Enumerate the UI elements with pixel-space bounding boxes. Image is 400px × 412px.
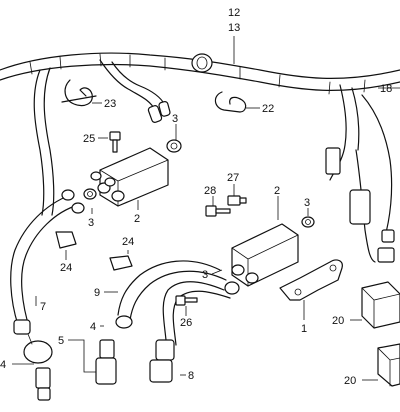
callout-24b: 24 (122, 236, 134, 248)
callout-28: 28 (204, 185, 216, 197)
callout-18: 18 (380, 83, 392, 95)
callout-12: 12 (228, 7, 240, 19)
callout-4b: 4 (0, 359, 6, 371)
callout-20a: 20 (332, 315, 344, 327)
plug-wire-9 (115, 260, 227, 329)
callout-2a: 2 (134, 213, 140, 225)
callout-24: 24 (60, 262, 72, 274)
callout-1: 1 (301, 323, 307, 335)
leader-lines (12, 36, 400, 381)
connector-block (349, 189, 371, 225)
callout-labels: 12 13 18 22 23 25 3 2 3 28 27 2 3 3 24 2… (0, 7, 392, 387)
callout-22: 22 (262, 103, 274, 115)
bolt-28 (205, 205, 231, 217)
bolt-27 (227, 195, 247, 206)
plug-wire-8 (149, 281, 231, 383)
clip-24 (55, 231, 133, 271)
callout-25: 25 (83, 133, 95, 145)
connector-block (325, 147, 341, 175)
clip-22 (214, 91, 247, 113)
wire-harness (0, 52, 400, 263)
callout-7: 7 (40, 301, 46, 313)
bracket-1 (279, 259, 343, 301)
callout-13: 13 (228, 22, 240, 34)
connector-small (377, 247, 395, 263)
callout-23: 23 (104, 98, 116, 110)
callout-9: 9 (94, 287, 100, 299)
connector-small (381, 229, 395, 243)
nut-3b (83, 188, 97, 200)
callout-5: 5 (58, 335, 64, 347)
callout-3d: 3 (202, 269, 208, 281)
connector-plug (147, 105, 163, 123)
ignition-coil-lower (224, 223, 299, 295)
callout-3b: 3 (88, 217, 94, 229)
nut-3c (301, 216, 315, 228)
connector-plug (158, 101, 171, 117)
callout-20b: 20 (344, 375, 356, 387)
ignition-coil-upper (90, 147, 169, 207)
callout-3a: 3 (172, 113, 178, 125)
plug-cap-4 (35, 339, 117, 401)
callout-2b: 2 (274, 185, 280, 197)
bolt-26 (175, 295, 198, 306)
callout-4: 4 (90, 321, 96, 333)
callout-26: 26 (180, 317, 192, 329)
clip-23 (61, 79, 97, 107)
plug-wire-7 (10, 189, 85, 364)
relay-20-lower (377, 343, 400, 387)
callout-8: 8 (188, 370, 194, 382)
callout-3c: 3 (304, 197, 310, 209)
relay-20-upper (361, 281, 400, 329)
callout-27: 27 (227, 172, 239, 184)
grommet (191, 53, 213, 73)
nut-3 (166, 139, 182, 153)
bolt-25 (109, 131, 121, 153)
